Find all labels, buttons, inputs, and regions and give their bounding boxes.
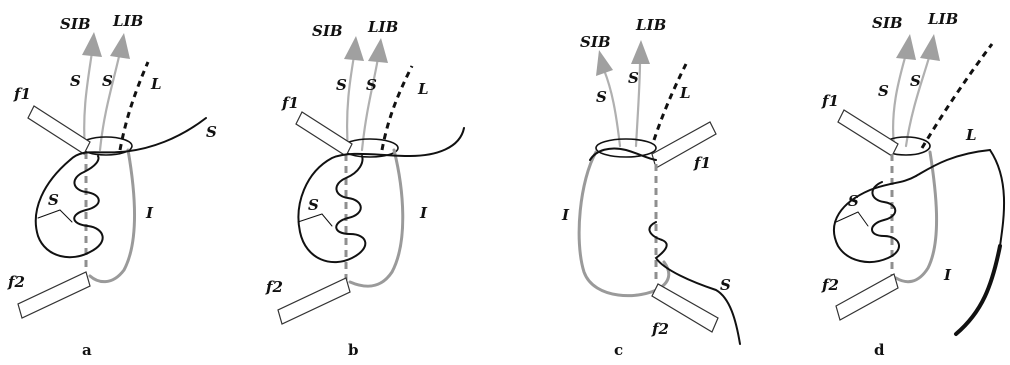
lib-arrowhead — [920, 34, 940, 61]
l-dashed-line — [920, 43, 994, 149]
sib-path — [83, 50, 94, 152]
i-loop — [348, 148, 405, 288]
f2-bar — [17, 271, 91, 319]
panel-caption: b — [348, 341, 359, 359]
arc-upper — [915, 149, 991, 177]
label-l: L — [150, 75, 162, 93]
s-strand — [589, 147, 741, 345]
ring — [595, 138, 657, 158]
s-strand — [297, 127, 465, 263]
panel-caption: c — [614, 341, 623, 359]
label-sib: SIB — [312, 22, 343, 40]
f2-bar — [651, 283, 719, 333]
label-s: S — [910, 72, 921, 90]
label-s: S — [336, 76, 347, 94]
panel-c: SIB LIB S S L f1 I S f2 c — [561, 16, 741, 359]
panel-caption: a — [82, 341, 92, 359]
label-f1: f1 — [693, 154, 711, 172]
s-pointer — [37, 209, 73, 223]
label-s: S — [596, 88, 607, 106]
label-f2: f2 — [7, 273, 25, 291]
label-s-right: S — [720, 276, 731, 294]
label-lib: LIB — [367, 18, 398, 36]
label-l: L — [965, 126, 977, 144]
label-s: S — [102, 72, 113, 90]
sib-path — [602, 68, 622, 148]
label-sib: SIB — [60, 15, 91, 33]
label-s: S — [628, 69, 639, 87]
sib-arrowhead — [82, 32, 102, 57]
label-f2: f2 — [651, 320, 669, 338]
f1-bar — [651, 121, 717, 169]
label-f2: f2 — [821, 276, 839, 294]
lib-path — [634, 60, 642, 148]
l-dashed-line — [652, 63, 688, 141]
panel-caption: d — [874, 341, 885, 359]
label-f1: f1 — [821, 92, 839, 110]
s-pointer — [297, 213, 333, 227]
label-i: I — [943, 266, 952, 284]
i-loop — [88, 148, 137, 284]
label-l: L — [417, 80, 429, 98]
sib-path — [345, 54, 356, 152]
label-i: I — [419, 204, 428, 222]
sib-arrowhead — [344, 36, 364, 61]
label-i: I — [561, 206, 570, 224]
s-pointer — [835, 211, 869, 227]
f2-bar — [277, 277, 351, 325]
l-dashed-line — [380, 65, 414, 151]
i-loop — [577, 150, 671, 298]
s-strand — [833, 175, 917, 263]
lib-arrowhead — [110, 33, 130, 59]
i-loop — [894, 150, 939, 284]
label-f1: f1 — [281, 94, 299, 112]
label-s-inner: S — [48, 191, 59, 209]
label-i: I — [145, 204, 154, 222]
f1-bar — [837, 109, 899, 157]
lib-path — [98, 50, 122, 152]
label-s: S — [878, 82, 889, 100]
lib-arrowhead — [631, 40, 650, 64]
label-f1: f1 — [13, 85, 31, 103]
s-strand — [34, 117, 207, 259]
lib-arrowhead — [368, 38, 388, 63]
f1-bar — [295, 111, 353, 157]
sib-path — [892, 52, 908, 148]
label-sib: SIB — [872, 14, 903, 32]
sib-arrowhead — [596, 50, 613, 76]
arc-side — [989, 149, 1006, 247]
label-s: S — [366, 76, 377, 94]
l-dashed-line — [118, 61, 150, 151]
label-lib: LIB — [927, 10, 958, 28]
arc-lower — [954, 244, 1002, 336]
label-lib: LIB — [112, 12, 143, 30]
panel-b: SIB LIB S S L f1 I S f2 b — [265, 18, 465, 359]
sib-arrowhead — [896, 34, 916, 60]
label-s-right: S — [206, 123, 217, 141]
label-f2: f2 — [265, 278, 283, 296]
f2-bar — [835, 273, 899, 321]
lib-path — [904, 52, 932, 148]
label-l: L — [679, 84, 691, 102]
lib-path — [360, 56, 380, 152]
f1-bar — [27, 105, 91, 155]
label-s-inner: S — [848, 192, 859, 210]
label-sib: SIB — [580, 33, 611, 51]
label-lib: LIB — [635, 16, 666, 34]
panel-a: SIB LIB S S L f1 I S S f2 a — [7, 12, 217, 359]
panel-d: SIB LIB S S L f1 I S f2 d — [821, 10, 1006, 359]
label-s-inner: S — [308, 196, 319, 214]
label-s: S — [70, 72, 81, 90]
